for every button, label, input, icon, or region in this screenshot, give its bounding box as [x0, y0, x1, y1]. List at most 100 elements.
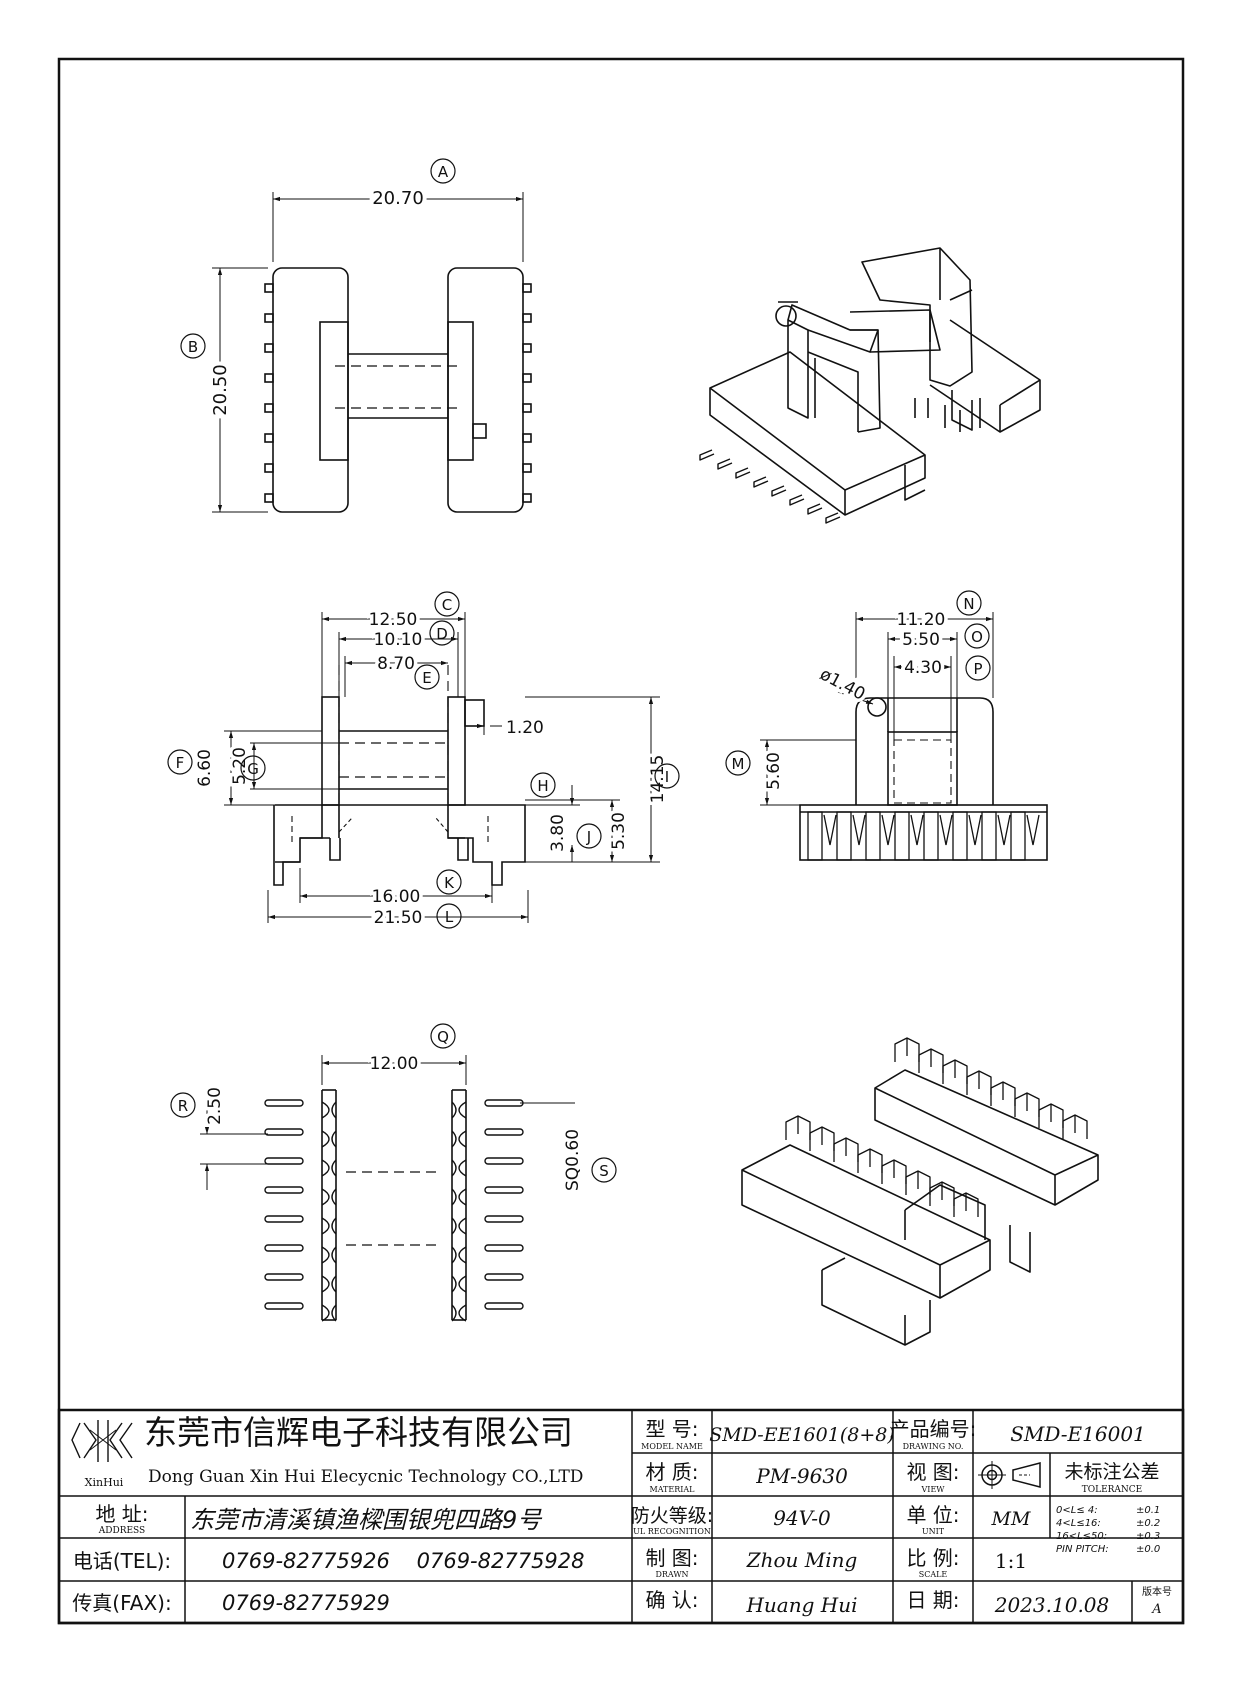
- side-view-pin: [923, 811, 939, 861]
- bottom-view-slot: [451, 1246, 467, 1264]
- balloon-d: D: [436, 625, 448, 643]
- company-name-cn: 东莞市信辉电子科技有限公司: [144, 1413, 573, 1452]
- bottom-view-pad: [484, 1157, 524, 1165]
- side-view-pin-guide: [939, 814, 953, 846]
- iso-front-pin: [881, 1159, 907, 1184]
- front-view: [273, 665, 526, 886]
- bottom-view-pad: [264, 1273, 304, 1281]
- top-view-pin: [522, 493, 532, 503]
- ul-label-en: UL RECOGNITION: [633, 1527, 711, 1536]
- bottom-view-dimension-labels: 12.00 2.50 SQ0.60: [202, 1051, 587, 1195]
- date-label-cn: 日 期:: [906, 1588, 959, 1612]
- balloon-c: C: [442, 596, 452, 614]
- smd-pin: [753, 476, 769, 488]
- side-view-pin: [807, 811, 823, 861]
- material-label-cn: 材 质:: [645, 1460, 698, 1484]
- top-view-pin: [522, 313, 532, 323]
- dim-value-k: 16.00: [372, 887, 421, 907]
- balloon-o: O: [971, 628, 983, 646]
- company-name-en: Dong Guan Xin Hui Elecycnic Technology C…: [148, 1467, 583, 1487]
- side-view-pin: [952, 811, 968, 861]
- balloon-f: F: [176, 754, 185, 772]
- material-value: PM-9630: [755, 1464, 848, 1488]
- tel-values: 0769-82775926 0769-82775928: [222, 1549, 585, 1573]
- bottom-view-pad: [264, 1215, 304, 1223]
- tolerance-value-2: ±0.2: [1136, 1518, 1160, 1529]
- tolerance-title-cn: 未标注公差: [1064, 1461, 1159, 1483]
- isometric-view-top: [699, 247, 1041, 524]
- dim-value-f: 6.60: [195, 749, 215, 787]
- dim-value-r: 2.50: [205, 1087, 225, 1125]
- drawing-no-value: SMD-E16001: [1010, 1422, 1146, 1446]
- fax-value: 0769-82775929: [222, 1591, 390, 1615]
- unit-label-cn: 单 位:: [906, 1503, 959, 1527]
- smd-pin: [699, 449, 715, 461]
- checked-label-cn: 确 认:: [645, 1588, 698, 1612]
- bottom-view-pad: [484, 1244, 524, 1252]
- iso-front-pin: [809, 1126, 835, 1151]
- top-view-pin: [522, 403, 532, 413]
- iso-back-pin: [1062, 1114, 1088, 1139]
- bottom-view-slot: [451, 1159, 467, 1177]
- bottom-view-slot: [321, 1217, 337, 1235]
- drawing-no-label-en: DRAWING NO.: [903, 1442, 964, 1451]
- side-view-balloons: [725, 590, 991, 776]
- balloon-r: R: [178, 1097, 188, 1115]
- drawn-value: Zhou Ming: [746, 1548, 858, 1572]
- balloon-h: H: [537, 777, 548, 795]
- iso-front-pin: [929, 1181, 955, 1206]
- bottom-view-slot: [321, 1304, 337, 1322]
- dim-value-pin-width: 1.20: [506, 718, 544, 738]
- version-value: A: [1151, 1602, 1161, 1617]
- top-view-pin: [522, 463, 532, 473]
- bottom-view-pad: [264, 1099, 304, 1107]
- bottom-view-pad: [264, 1128, 304, 1136]
- dim-value-m: 5.60: [764, 752, 784, 790]
- model-label-en: MODEL NAME: [641, 1442, 703, 1451]
- balloon-k: K: [444, 874, 455, 892]
- bottom-view-pad: [264, 1302, 304, 1310]
- side-view: [799, 697, 1048, 861]
- side-view-pin-guide: [910, 814, 924, 846]
- front-view-balloon-letters: C D E F G H I J K L: [176, 596, 670, 926]
- iso-back-pin: [966, 1070, 992, 1095]
- fax-label: 传真(FAX):: [72, 1591, 171, 1615]
- address-label-cn: 地 址:: [95, 1502, 148, 1526]
- bottom-view-pad: [484, 1215, 524, 1223]
- iso-front-pin: [857, 1148, 883, 1173]
- logo-text: XinHui: [85, 1476, 124, 1489]
- unit-label-en: UNIT: [922, 1527, 945, 1536]
- scale-label-en: SCALE: [919, 1570, 948, 1579]
- side-view-pin: [981, 811, 997, 861]
- smd-pin: [735, 467, 751, 479]
- side-view-pin-guide: [852, 814, 866, 846]
- bottom-view-balloon-letters: Q R S: [178, 1028, 609, 1180]
- smd-pin: [807, 503, 823, 515]
- drawn-label-cn: 制 图:: [645, 1546, 698, 1570]
- dim-value-h: 3.80: [548, 814, 568, 852]
- balloon-n: N: [963, 595, 974, 613]
- top-view-pin: [264, 433, 274, 443]
- title-block: XinHui 东莞市信辉电子科技有限公司 Dong Guan Xin Hui E…: [57, 1408, 1185, 1625]
- bottom-view-slot: [321, 1159, 337, 1177]
- bottom-view-slot: [321, 1275, 337, 1293]
- side-view-balloon-letters: N O P M: [732, 595, 983, 773]
- side-view-dimension-labels: 11.20 5.50 4.30 ø1.40 5.60: [761, 607, 949, 794]
- top-view-pin: [264, 313, 274, 323]
- side-view-pin-guide: [881, 814, 895, 846]
- tolerance-range-4: PIN PITCH:: [1056, 1544, 1109, 1555]
- top-view-pin: [264, 283, 274, 293]
- dim-value-e: 8.70: [377, 654, 415, 674]
- bottom-view-pad: [484, 1186, 524, 1194]
- iso-front-pin: [953, 1192, 979, 1217]
- front-view-dimension-labels: 12.50 10.10 8.70 1.20 6.60 5.20 14.15 3.…: [192, 607, 672, 932]
- side-view-pin: [894, 811, 910, 861]
- tolerance-value-4: ±0.0: [1136, 1544, 1160, 1555]
- top-view-pin: [264, 493, 274, 503]
- tolerance-value-3: ±0.3: [1136, 1531, 1160, 1542]
- side-view-pin-guide: [823, 814, 837, 846]
- top-view-pin: [522, 283, 532, 293]
- bottom-view-pad: [484, 1099, 524, 1107]
- scale-value: 1:1: [995, 1549, 1027, 1573]
